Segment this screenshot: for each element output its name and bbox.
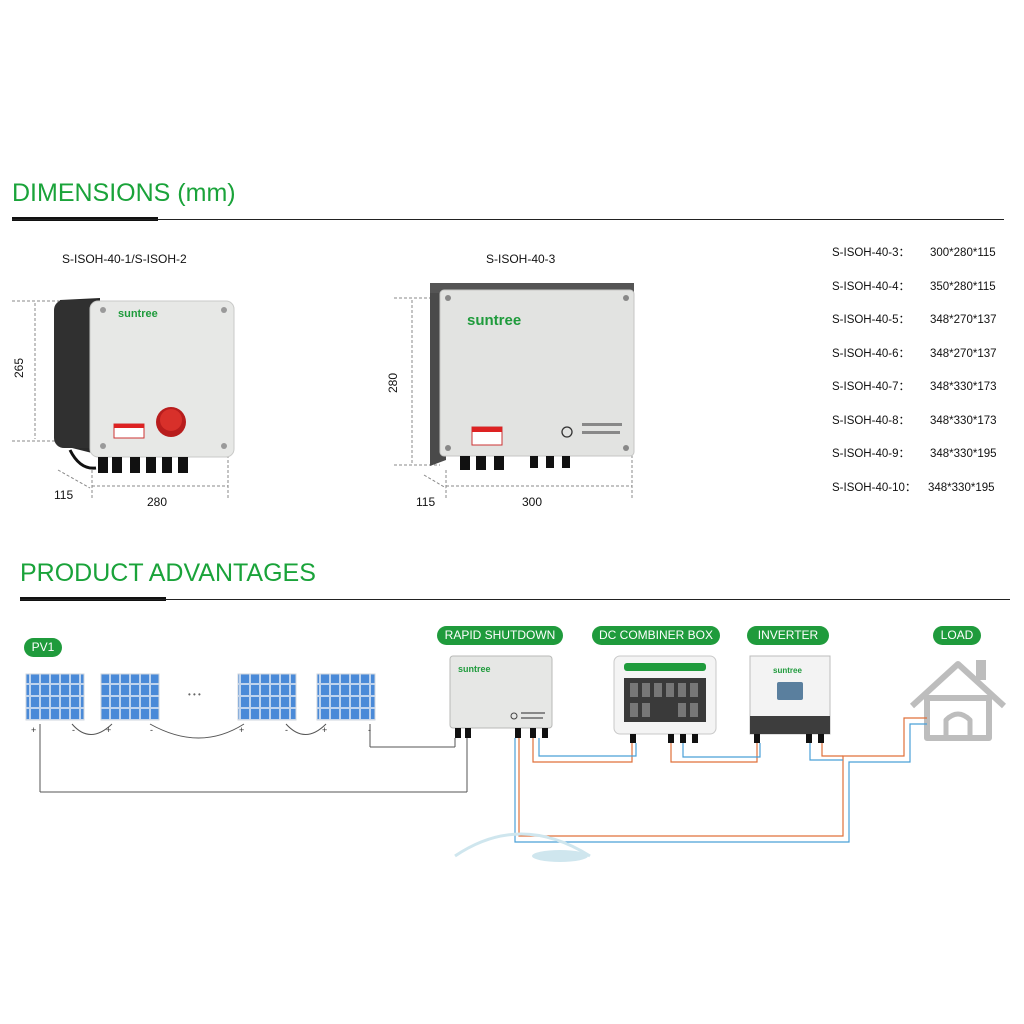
spec-model: S-ISOH-40-10：	[832, 481, 917, 494]
svg-text:-: -	[72, 725, 75, 735]
spec-size: 350*280*115	[930, 280, 996, 293]
load-label: LOAD	[933, 626, 981, 645]
right-width-label: 300	[522, 495, 543, 509]
rapid-shutdown-brand: suntree	[458, 664, 491, 674]
solar-panel-icon	[237, 673, 297, 721]
spec-model: S-ISOH-40-6：	[832, 347, 910, 360]
spec-row: S-ISOH-40-4： 350*280*115	[832, 278, 1022, 312]
pv1-label: PV1	[24, 638, 62, 657]
spec-model: S-ISOH-40-9：	[832, 448, 910, 460]
solar-panel-icon	[100, 673, 160, 721]
svg-text:-: -	[150, 725, 153, 735]
solar-panel-icon	[316, 673, 376, 721]
svg-text:+: +	[106, 725, 111, 735]
spec-model: S-ISOH-40-3：	[832, 247, 910, 259]
left-depth-label: 115	[54, 488, 74, 502]
spec-row: S-ISOH-40-7： 348*330*173	[832, 378, 1022, 412]
spec-model: S-ISOH-40-7：	[832, 381, 910, 393]
right-model-label: S-ISOH-40-3	[486, 252, 556, 266]
svg-text:+: +	[239, 725, 244, 735]
svg-text:+: +	[31, 725, 36, 735]
dc-combiner-box-icon	[613, 655, 717, 743]
spec-row: S-ISOH-40-3： 300*280*115	[832, 244, 1022, 278]
advantages-divider	[20, 599, 1010, 600]
spec-size: 348*330*195	[928, 481, 995, 494]
spec-size: 348*330*195	[930, 448, 997, 460]
solar-panel-icon	[25, 673, 85, 721]
spec-size: 348*330*173	[930, 414, 997, 427]
advantages-title: PRODUCT ADVANTAGES	[20, 559, 316, 587]
right-depth-label: 115	[416, 495, 436, 509]
rapid-shutdown-device-icon	[449, 655, 553, 738]
left-brand-logo: suntree	[118, 308, 158, 320]
dc-combiner-box-label: DC COMBINER BOX	[592, 626, 720, 645]
spec-model: S-ISOH-40-8：	[832, 414, 910, 427]
right-brand-logo: suntree	[467, 312, 522, 329]
spec-row: S-ISOH-40-6： 348*270*137	[832, 345, 1022, 379]
spec-row: S-ISOH-40-10： 348*330*195	[832, 479, 1022, 513]
spec-size: 348*270*137	[930, 314, 997, 326]
spec-list: S-ISOH-40-3： 300*280*115 S-ISOH-40-4： 350*…	[832, 244, 1022, 512]
spec-model: S-ISOH-40-4：	[832, 280, 910, 293]
left-model-label: S-ISOH-40-1/S-ISOH-2	[62, 252, 187, 266]
inverter-brand: suntree	[773, 666, 802, 675]
dimensions-title: DIMENSIONS (mm)	[12, 179, 236, 207]
house-icon	[909, 660, 1007, 741]
spec-model: S-ISOH-40-5：	[832, 314, 910, 326]
left-width-label: 280	[147, 495, 168, 509]
spec-size: 300*280*115	[930, 247, 996, 259]
inverter-label: INVERTER	[747, 626, 829, 645]
spec-row: S-ISOH-40-9： 348*330*195	[832, 445, 1022, 479]
dimensions-divider	[12, 219, 1004, 220]
svg-text:+: +	[322, 725, 327, 735]
spec-row: S-ISOH-40-8： 348*330*173	[832, 412, 1022, 446]
inverter-icon	[749, 655, 831, 743]
svg-text:-: -	[368, 725, 371, 735]
rapid-shutdown-label: RAPID SHUTDOWN	[437, 626, 563, 645]
spec-size: 348*270*137	[930, 347, 997, 360]
svg-text:-: -	[285, 725, 288, 735]
spec-row: S-ISOH-40-5： 348*270*137	[832, 311, 1022, 345]
spec-size: 348*330*173	[930, 381, 997, 393]
panels-ellipsis: • • •	[188, 690, 201, 699]
